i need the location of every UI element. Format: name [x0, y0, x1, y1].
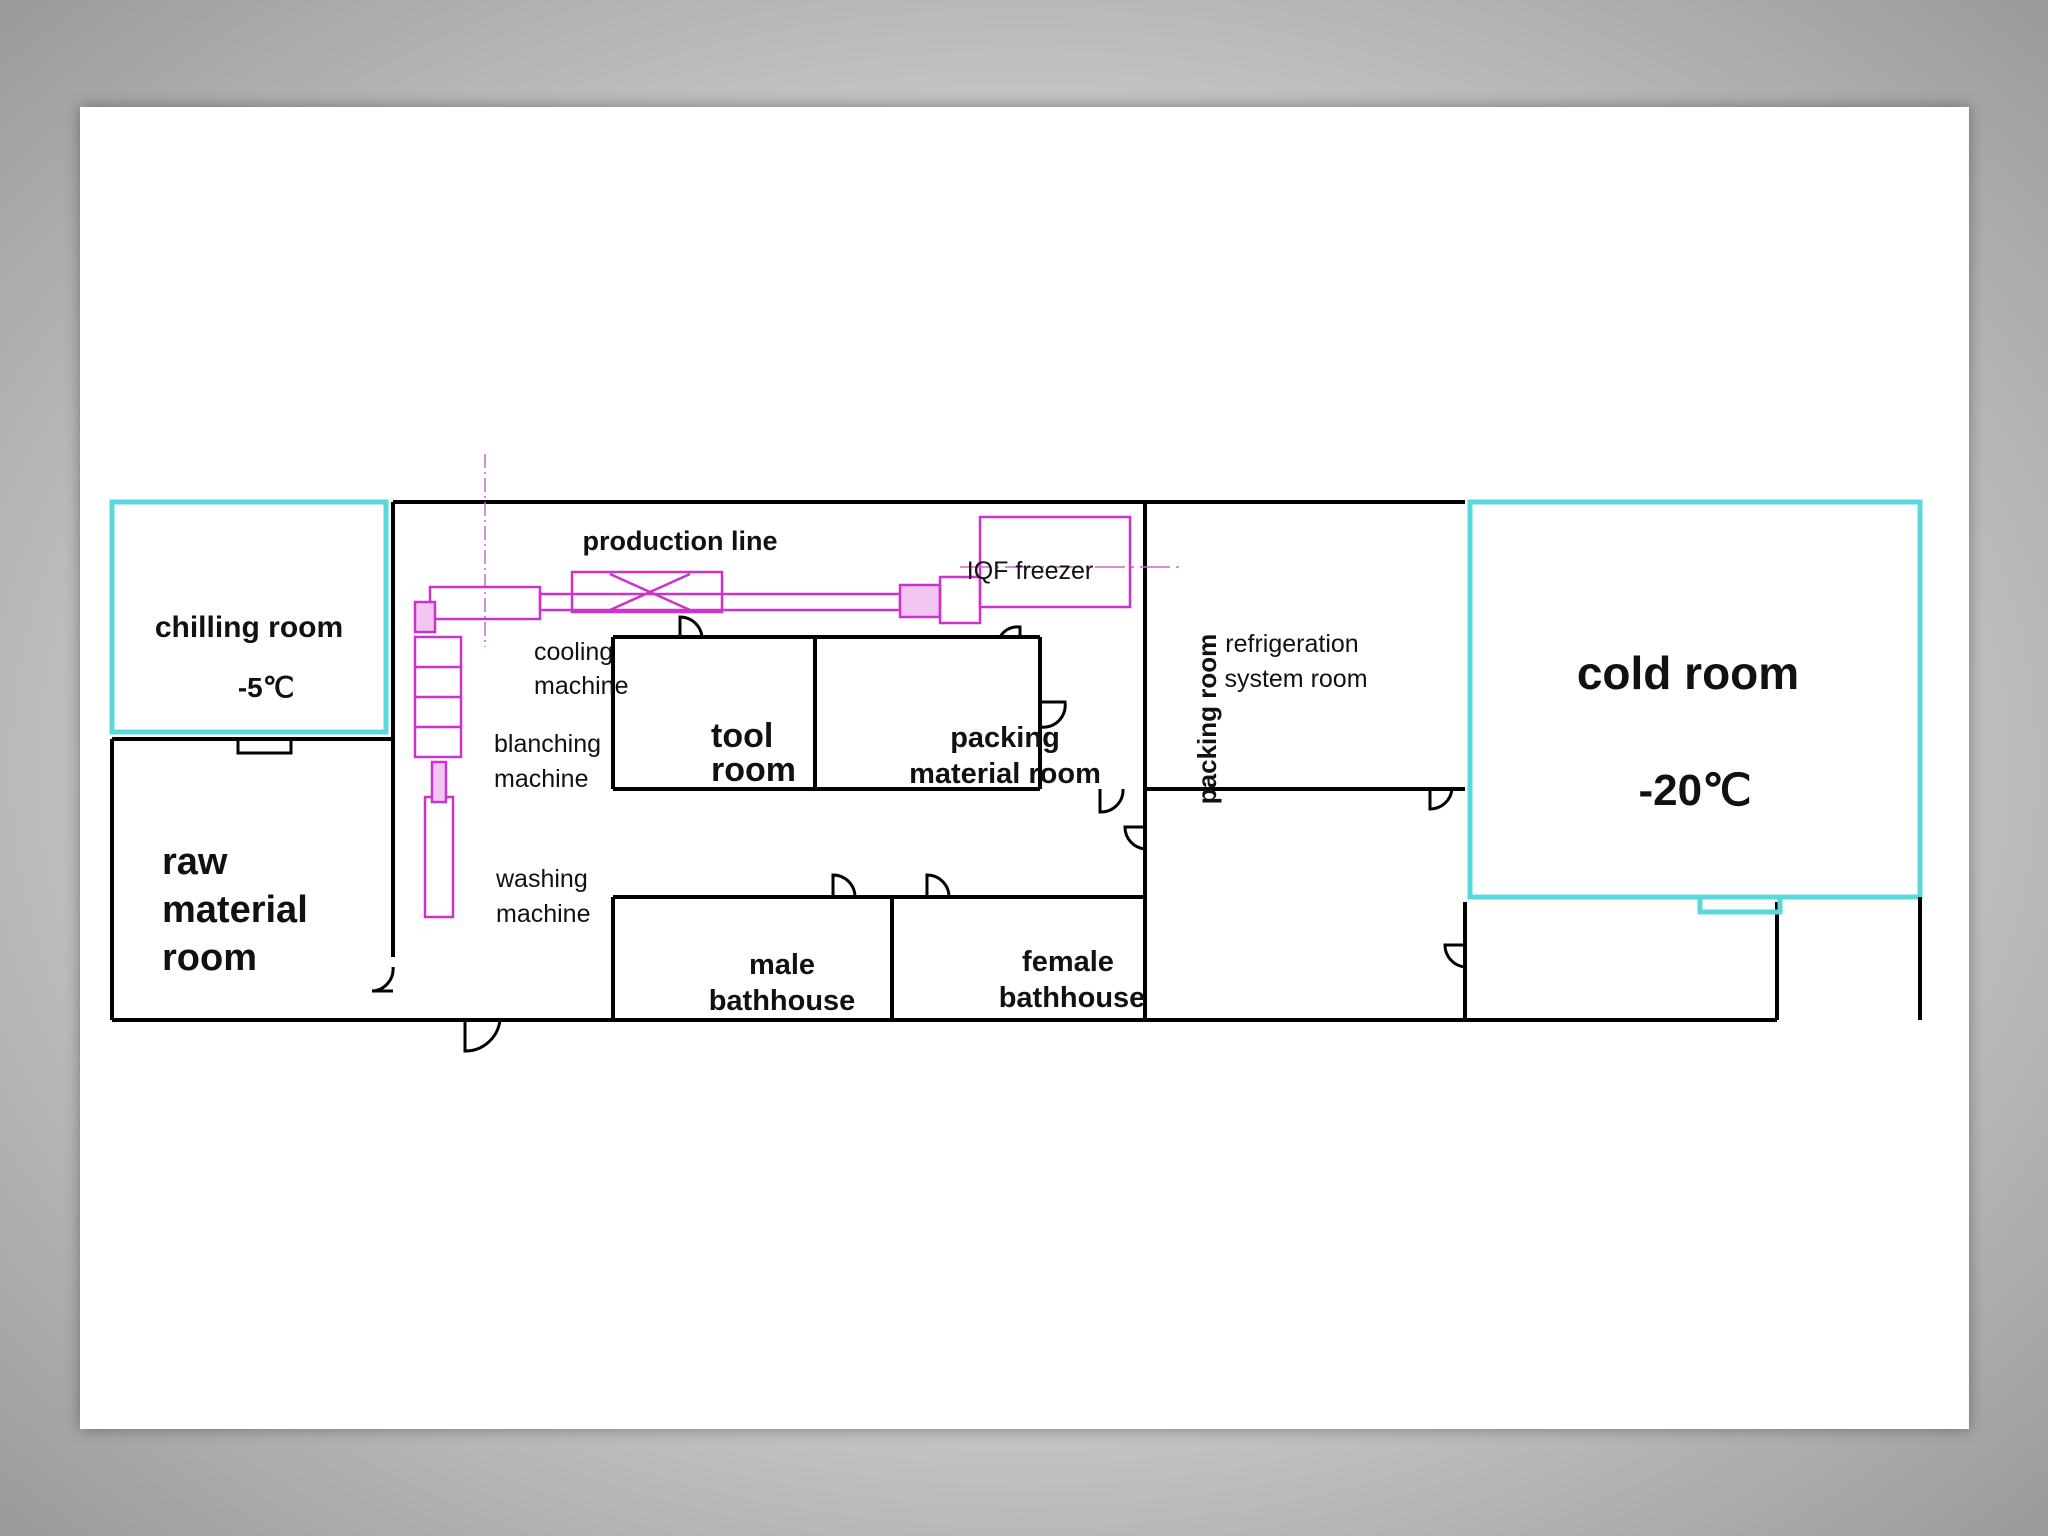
female-bathhouse-label-2: bathhouse [999, 982, 1146, 1014]
tool-room-label-2: room [711, 751, 796, 789]
cold-room-temp: -20℃ [1638, 766, 1751, 815]
chilling-room-outline [109, 499, 389, 735]
chilling-room-temp: -5℃ [238, 672, 294, 703]
doors [236, 615, 1466, 1053]
washing-machine [423, 795, 455, 919]
refrigeration-label-2: system room [1224, 665, 1367, 693]
production-line-label: production line [583, 526, 778, 556]
slide: chilling room -5℃ raw material room prod… [80, 107, 1969, 1429]
chilling-room-label: chilling room [155, 611, 343, 644]
production-line-equipment [413, 454, 1180, 919]
outer-walls [110, 500, 1779, 1022]
raw-material-label-3: room [162, 937, 257, 979]
packing-material-label-1: packing [950, 722, 1060, 754]
floor-plan: chilling room -5℃ raw material room prod… [109, 454, 1923, 1053]
cold-room-label: cold room [1577, 647, 1799, 699]
labels: chilling room -5℃ raw material room prod… [155, 526, 1799, 1017]
iqf-freezer-box [978, 515, 1132, 609]
blanching-machine-label-2: machine [494, 765, 589, 793]
cooling-machine-label-1: cooling [534, 638, 613, 666]
cold-room-outline [1467, 499, 1923, 900]
cold-zones [109, 499, 1923, 1020]
refrigeration-label-1: refrigeration [1225, 630, 1358, 658]
packing-room-label: packing room [1192, 634, 1222, 804]
interior-walls [112, 502, 1467, 1020]
female-bathhouse-label-1: female [1022, 946, 1114, 978]
male-bathhouse-label-1: male [749, 949, 815, 981]
iqf-freezer-label: IQF freezer [967, 557, 1093, 585]
washing-machine-label-1: washing [495, 865, 588, 893]
tool-room-label-1: tool [711, 717, 773, 755]
washing-machine-label-2: machine [496, 900, 591, 928]
male-bathhouse-label-2: bathhouse [709, 985, 856, 1017]
production-line-conveyor [538, 592, 902, 612]
raw-material-label-2: material [162, 889, 308, 931]
blanching-machine-label-1: blanching [494, 730, 601, 758]
packing-material-label-2: material room [909, 758, 1101, 790]
raw-material-label-1: raw [162, 841, 228, 883]
cooling-machine-label-2: machine [534, 672, 629, 700]
